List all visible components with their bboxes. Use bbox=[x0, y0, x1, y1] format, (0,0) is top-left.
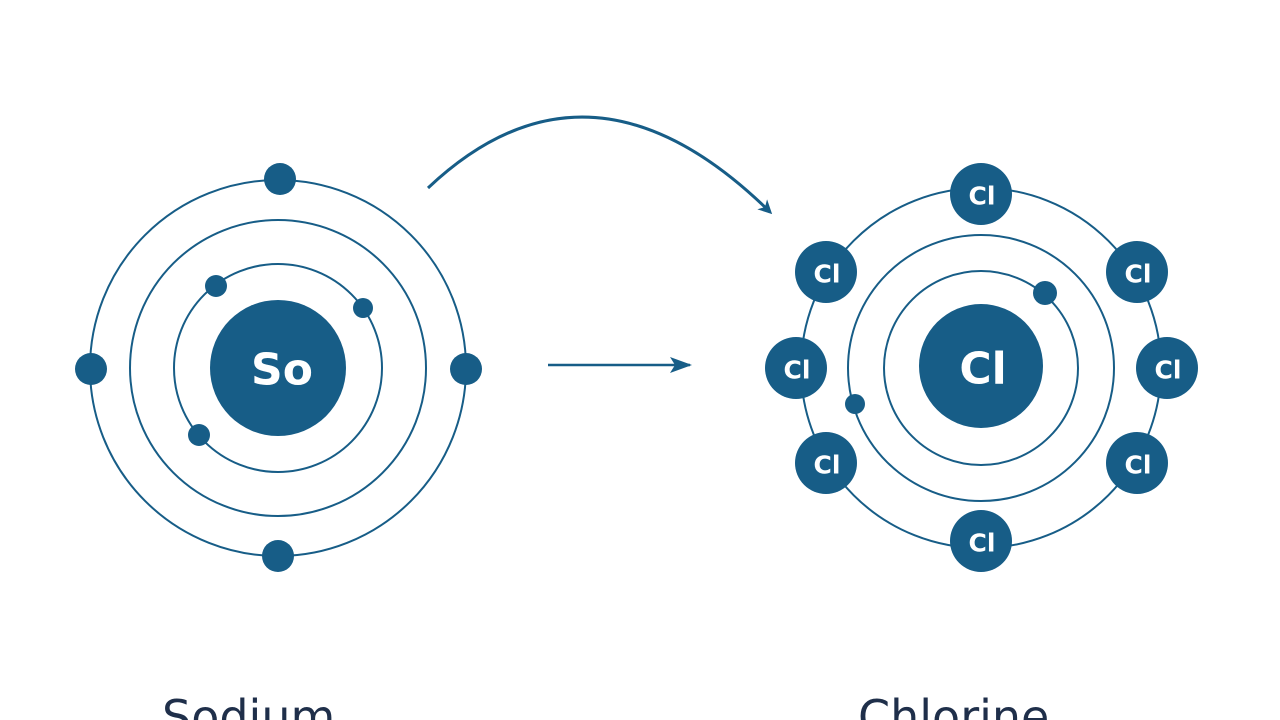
curved-arrow bbox=[426, 115, 773, 215]
sodium-electron bbox=[262, 540, 294, 572]
sodium-electron bbox=[205, 275, 227, 297]
chlorine-outer-atom: Cl bbox=[765, 337, 827, 399]
chlorine-electron bbox=[845, 394, 865, 414]
svg-text:Cl: Cl bbox=[1125, 451, 1152, 480]
sodium-electron bbox=[264, 163, 296, 195]
svg-text:Cl: Cl bbox=[814, 260, 841, 289]
chlorine-outer-atom: Cl bbox=[1106, 432, 1168, 494]
sodium-electron bbox=[75, 353, 107, 385]
svg-text:Cl: Cl bbox=[969, 529, 996, 558]
sodium-nucleus bbox=[210, 300, 346, 436]
chlorine-outer-atom: Cl bbox=[1136, 337, 1198, 399]
sodium-caption: Sodium bbox=[162, 690, 336, 720]
svg-text:Cl: Cl bbox=[1125, 260, 1152, 289]
chlorine-nucleus-symbol: Cl bbox=[959, 344, 1006, 395]
chlorine-outer-atom: Cl bbox=[950, 510, 1012, 572]
chlorine-middle-orbit bbox=[847, 234, 1115, 502]
svg-text:Cl: Cl bbox=[969, 182, 996, 211]
sodium-inner-orbit bbox=[173, 263, 383, 473]
sodium-electron bbox=[188, 424, 210, 446]
svg-text:Cl: Cl bbox=[1155, 356, 1182, 385]
svg-text:Cl: Cl bbox=[784, 356, 811, 385]
sodium-electron bbox=[450, 353, 482, 385]
chlorine-outer-atom: Cl bbox=[795, 432, 857, 494]
chlorine-inner-orbit bbox=[883, 270, 1079, 466]
sodium-middle-orbit bbox=[129, 219, 427, 517]
chlorine-caption: Chlorine bbox=[858, 690, 1050, 720]
chlorine-nucleus bbox=[919, 304, 1043, 428]
svg-text:Cl: Cl bbox=[814, 451, 841, 480]
chlorine-atom: Cl Cl Cl Cl Cl Cl Cl Cl bbox=[765, 163, 1198, 572]
sodium-atom: So bbox=[75, 163, 482, 572]
sodium-electron bbox=[353, 298, 373, 318]
chlorine-electron bbox=[1033, 281, 1057, 305]
sodium-nucleus-symbol: So bbox=[251, 345, 313, 396]
chlorine-outer-atom: Cl bbox=[795, 241, 857, 303]
chlorine-outer-atom: Cl bbox=[950, 163, 1012, 225]
chlorine-outer-atom: Cl bbox=[1106, 241, 1168, 303]
